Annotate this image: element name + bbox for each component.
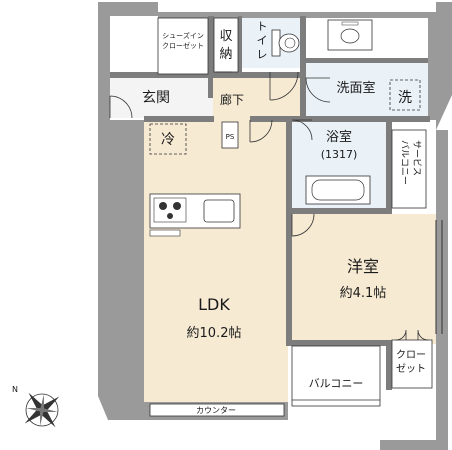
washroom-door[interactable] [305, 77, 331, 103]
bathroom-size-label: (1317) [321, 148, 358, 161]
western-room-label: 洋室 [347, 257, 379, 276]
service-balcony-label-2: バルコニー [399, 140, 410, 185]
toilet-bowl-icon [271, 29, 300, 57]
storage-label-2: 納 [219, 47, 232, 62]
outer-wall-top [158, 12, 428, 18]
wall-western-bottom [290, 340, 392, 346]
kitchen-counter [149, 193, 241, 237]
outer-wall-left [98, 120, 144, 402]
wall-ldk-bath [286, 118, 292, 214]
western-room-door[interactable] [291, 213, 315, 237]
wall-toilet-washroom [300, 16, 306, 116]
wall-closet-left [386, 340, 392, 390]
toilet-label-3: レ [257, 48, 268, 61]
shoes-closet-label-1: シューズイン [162, 31, 204, 40]
closet-door-right[interactable] [417, 329, 429, 341]
closet-door-left[interactable] [395, 329, 407, 341]
outer-wall-top-left [98, 2, 158, 78]
counter-label: カウンター [196, 406, 236, 415]
western-room-size-label: 約4.1帖 [340, 286, 387, 301]
ldk-size-label: 約10.2帖 [187, 326, 242, 341]
washer-label: 洗 [398, 90, 412, 106]
fridge-space [149, 123, 187, 155]
entrance-floor [110, 78, 213, 118]
storage-label-1: 収 [219, 29, 232, 44]
outer-wall-left-upper [98, 78, 110, 120]
washroom-label: 洗面室 [336, 80, 375, 96]
shoes-closet-box [157, 17, 209, 75]
stove-burner-icon [159, 202, 167, 210]
compass-north-label: N [12, 385, 18, 394]
balcony-label: バルコニー [309, 377, 364, 390]
bathroom-label: 浴室 [326, 129, 352, 145]
kitchen-sink-icon [203, 199, 235, 223]
closet-label-1: クロー [396, 349, 426, 361]
wall-bath-service [386, 118, 392, 214]
washer-space [389, 79, 421, 111]
fridge-label: 冷 [161, 132, 175, 148]
balcony-box [291, 345, 381, 407]
toilet-label-1: ト [257, 20, 268, 33]
diagonal-wall-right [436, 2, 452, 130]
toilet-label-2: イ [257, 34, 268, 47]
counter-window [149, 403, 285, 417]
western-room-floor [290, 214, 436, 344]
service-balcony-label-1: サービス [411, 140, 422, 176]
ps-label: PS [226, 133, 235, 141]
washroom-floor [306, 62, 430, 118]
wall-bath-bottom [290, 208, 390, 214]
bathtub-icon [305, 175, 371, 205]
storage-box [213, 17, 239, 73]
toilet-door[interactable] [269, 71, 299, 101]
ldk-floor [144, 120, 288, 402]
stove-burner-icon [167, 213, 173, 219]
entrance-label: 玄関 [142, 89, 170, 106]
sink-icon [327, 19, 373, 51]
ldk-label: LDK [198, 295, 230, 314]
wall-hall-bottom [250, 116, 430, 122]
wall-entrance-hall [208, 78, 213, 98]
wall-ldk-top [144, 116, 214, 122]
outer-wall-top-right [428, 2, 450, 120]
hallway-label: 廊下 [220, 92, 244, 107]
ps-box [221, 121, 239, 149]
closet-box [391, 339, 433, 389]
diagonal-wall-bottom-left [98, 372, 118, 420]
outer-wall-right-bottom [380, 344, 448, 450]
wall-ldk-western [286, 214, 292, 346]
shoes-closet-label-2: クローゼット [162, 41, 204, 50]
bathroom-door[interactable] [291, 119, 313, 141]
ldk-door[interactable] [249, 119, 273, 143]
service-balcony-box [391, 129, 427, 209]
entrance-door[interactable] [109, 95, 133, 119]
compass-icon: N [12, 385, 60, 428]
hallway-floor [213, 78, 305, 120]
stove-burner-icon [173, 202, 181, 210]
wall-shoes-storage [208, 16, 214, 76]
wall-washroom-top [306, 58, 428, 63]
closet-label-2: ゼット [396, 363, 426, 375]
wall-storage-toilet [238, 16, 242, 76]
